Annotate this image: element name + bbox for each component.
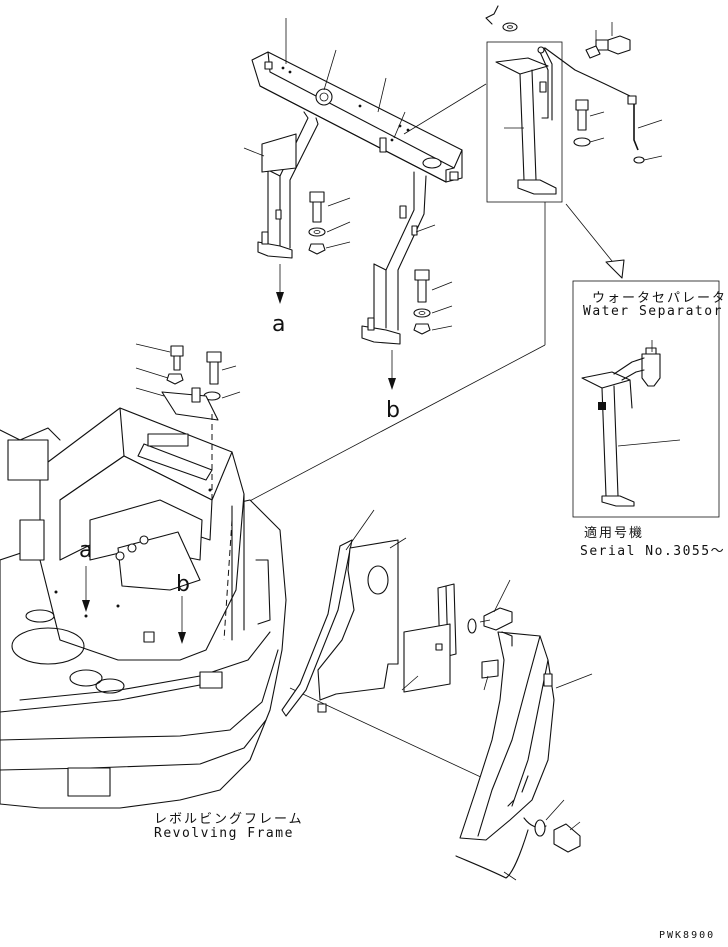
- serial-label-en: Serial No.3055〜: [580, 544, 726, 559]
- revolving-frame-label-en: Revolving Frame: [154, 826, 294, 841]
- revolving-frame: [0, 407, 287, 809]
- water-separator-title-en: Water Separator: [583, 304, 723, 319]
- callout-a-frame: a: [79, 538, 93, 563]
- direction-arrows: [276, 264, 396, 390]
- water-separator-title-jp: ウォータセパレータ: [592, 291, 728, 306]
- bracket-parts: [135, 343, 241, 421]
- revolving-frame-label-jp: レボルビングフレーム: [154, 812, 304, 827]
- connector-lines: [243, 83, 625, 505]
- separator-stand-box: [486, 41, 563, 203]
- serial-label-jp: 適用号機: [584, 526, 645, 541]
- water-separator-inset: [572, 280, 720, 518]
- callout-b-top: b: [386, 398, 400, 423]
- small-parts-top-right: [485, 5, 663, 164]
- support-frame: [251, 51, 463, 345]
- drawing-code: PWK8900: [659, 930, 716, 941]
- bolts-left: [308, 191, 351, 255]
- frame-leaders: [243, 18, 436, 233]
- cover-panels: [281, 509, 513, 717]
- callout-b-frame: b: [176, 572, 190, 597]
- side-cover: [455, 631, 593, 881]
- callout-a-top: a: [272, 312, 286, 337]
- bolts-right: [413, 269, 453, 335]
